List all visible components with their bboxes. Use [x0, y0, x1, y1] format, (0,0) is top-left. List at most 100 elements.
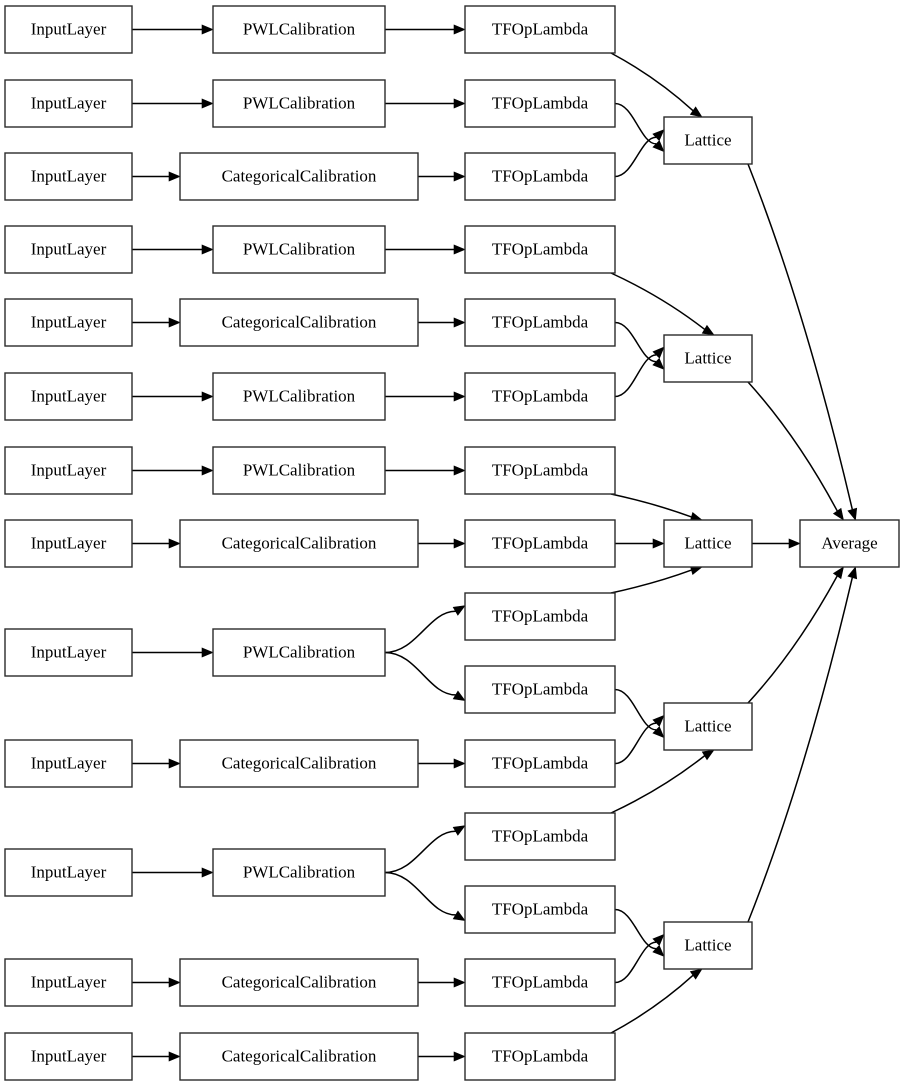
node-box[interactable]: [464, 592, 616, 641]
node-box[interactable]: [464, 5, 616, 54]
node-box[interactable]: [464, 298, 616, 347]
arrowhead-icon: [453, 391, 466, 402]
node-tfop-lambda-op1[interactable]: TFOpLambda: [464, 5, 616, 54]
node-box[interactable]: [464, 665, 616, 714]
node-box[interactable]: [4, 628, 133, 677]
node-box[interactable]: [464, 1032, 616, 1081]
node-tfop-lambda-op14[interactable]: TFOpLambda: [464, 958, 616, 1007]
node-box[interactable]: [212, 79, 386, 128]
node-input-layer-in10[interactable]: InputLayer: [4, 739, 133, 788]
node-box[interactable]: [4, 519, 133, 568]
node-box[interactable]: [464, 958, 616, 1007]
node-lattice-lat2[interactable]: Lattice: [663, 334, 753, 383]
node-categorical-calibration-cal12[interactable]: CategoricalCalibration: [179, 958, 419, 1007]
node-pwlcalibration-cal4[interactable]: PWLCalibration: [212, 225, 386, 274]
node-box[interactable]: [179, 1032, 419, 1081]
node-box[interactable]: [464, 225, 616, 274]
node-box[interactable]: [4, 446, 133, 495]
node-input-layer-in4[interactable]: InputLayer: [4, 225, 133, 274]
node-box[interactable]: [212, 446, 386, 495]
node-input-layer-in5[interactable]: InputLayer: [4, 298, 133, 347]
node-box[interactable]: [212, 628, 386, 677]
node-tfop-lambda-op9[interactable]: TFOpLambda: [464, 592, 616, 641]
node-box[interactable]: [179, 739, 419, 788]
node-input-layer-in7[interactable]: InputLayer: [4, 446, 133, 495]
node-tfop-lambda-op4[interactable]: TFOpLambda: [464, 225, 616, 274]
node-lattice-lat1[interactable]: Lattice: [663, 116, 753, 165]
node-tfop-lambda-op15[interactable]: TFOpLambda: [464, 1032, 616, 1081]
node-input-layer-in12[interactable]: InputLayer: [4, 958, 133, 1007]
node-box[interactable]: [4, 5, 133, 54]
node-average-avg[interactable]: Average: [799, 519, 900, 568]
node-box[interactable]: [663, 334, 753, 383]
node-input-layer-in1[interactable]: InputLayer: [4, 5, 133, 54]
node-tfop-lambda-op5[interactable]: TFOpLambda: [464, 298, 616, 347]
node-box[interactable]: [663, 702, 753, 751]
node-box[interactable]: [212, 5, 386, 54]
node-box[interactable]: [179, 152, 419, 201]
node-tfop-lambda-op3[interactable]: TFOpLambda: [464, 152, 616, 201]
arrowhead-icon: [652, 346, 665, 359]
node-lattice-lat3[interactable]: Lattice: [663, 519, 753, 568]
node-box[interactable]: [4, 298, 133, 347]
node-box[interactable]: [179, 298, 419, 347]
node-input-layer-in8[interactable]: InputLayer: [4, 519, 133, 568]
node-tfop-lambda-op7[interactable]: TFOpLambda: [464, 446, 616, 495]
node-box[interactable]: [464, 446, 616, 495]
node-box[interactable]: [179, 519, 419, 568]
node-tfop-lambda-op10[interactable]: TFOpLambda: [464, 665, 616, 714]
node-pwlcalibration-cal1[interactable]: PWLCalibration: [212, 5, 386, 54]
node-tfop-lambda-op11[interactable]: TFOpLambda: [464, 739, 616, 788]
node-box[interactable]: [4, 152, 133, 201]
node-box[interactable]: [212, 225, 386, 274]
node-input-layer-in3[interactable]: InputLayer: [4, 152, 133, 201]
node-box[interactable]: [464, 152, 616, 201]
node-categorical-calibration-cal3[interactable]: CategoricalCalibration: [179, 152, 419, 201]
node-box[interactable]: [4, 848, 133, 897]
node-box[interactable]: [464, 739, 616, 788]
node-pwlcalibration-cal6[interactable]: PWLCalibration: [212, 372, 386, 421]
node-box[interactable]: [464, 372, 616, 421]
node-input-layer-in2[interactable]: InputLayer: [4, 79, 133, 128]
node-box[interactable]: [464, 519, 616, 568]
node-tfop-lambda-op12[interactable]: TFOpLambda: [464, 812, 616, 861]
node-lattice-lat5[interactable]: Lattice: [663, 921, 753, 970]
node-box[interactable]: [212, 848, 386, 897]
node-box[interactable]: [4, 372, 133, 421]
node-box[interactable]: [799, 519, 900, 568]
node-pwlcalibration-cal7[interactable]: PWLCalibration: [212, 446, 386, 495]
node-box[interactable]: [4, 225, 133, 274]
edge-op13-to-lat5: [614, 908, 657, 950]
node-pwlcalibration-cal9[interactable]: PWLCalibration: [212, 628, 386, 677]
node-tfop-lambda-op2[interactable]: TFOpLambda: [464, 79, 616, 128]
node-box[interactable]: [464, 885, 616, 934]
node-input-layer-in11[interactable]: InputLayer: [4, 848, 133, 897]
node-pwlcalibration-cal2[interactable]: PWLCalibration: [212, 79, 386, 128]
node-box[interactable]: [663, 519, 753, 568]
node-categorical-calibration-cal13[interactable]: CategoricalCalibration: [179, 1032, 419, 1081]
node-box[interactable]: [4, 1032, 133, 1081]
node-categorical-calibration-cal5[interactable]: CategoricalCalibration: [179, 298, 419, 347]
node-pwlcalibration-cal11[interactable]: PWLCalibration: [212, 848, 386, 897]
node-input-layer-in9[interactable]: InputLayer: [4, 628, 133, 677]
node-box[interactable]: [464, 812, 616, 861]
arrowhead-icon: [701, 324, 715, 336]
node-box[interactable]: [663, 921, 753, 970]
node-box[interactable]: [4, 958, 133, 1007]
node-categorical-calibration-cal8[interactable]: CategoricalCalibration: [179, 519, 419, 568]
node-tfop-lambda-op8[interactable]: TFOpLambda: [464, 519, 616, 568]
node-input-layer-in6[interactable]: InputLayer: [4, 372, 133, 421]
node-categorical-calibration-cal10[interactable]: CategoricalCalibration: [179, 739, 419, 788]
node-box[interactable]: [663, 116, 753, 165]
arrowhead-icon: [201, 391, 214, 402]
node-box[interactable]: [4, 79, 133, 128]
node-tfop-lambda-op6[interactable]: TFOpLambda: [464, 372, 616, 421]
node-box[interactable]: [179, 958, 419, 1007]
arrowhead-icon: [168, 977, 181, 988]
node-box[interactable]: [212, 372, 386, 421]
node-lattice-lat4[interactable]: Lattice: [663, 702, 753, 751]
node-box[interactable]: [4, 739, 133, 788]
node-input-layer-in13[interactable]: InputLayer: [4, 1032, 133, 1081]
node-tfop-lambda-op13[interactable]: TFOpLambda: [464, 885, 616, 934]
node-box[interactable]: [464, 79, 616, 128]
